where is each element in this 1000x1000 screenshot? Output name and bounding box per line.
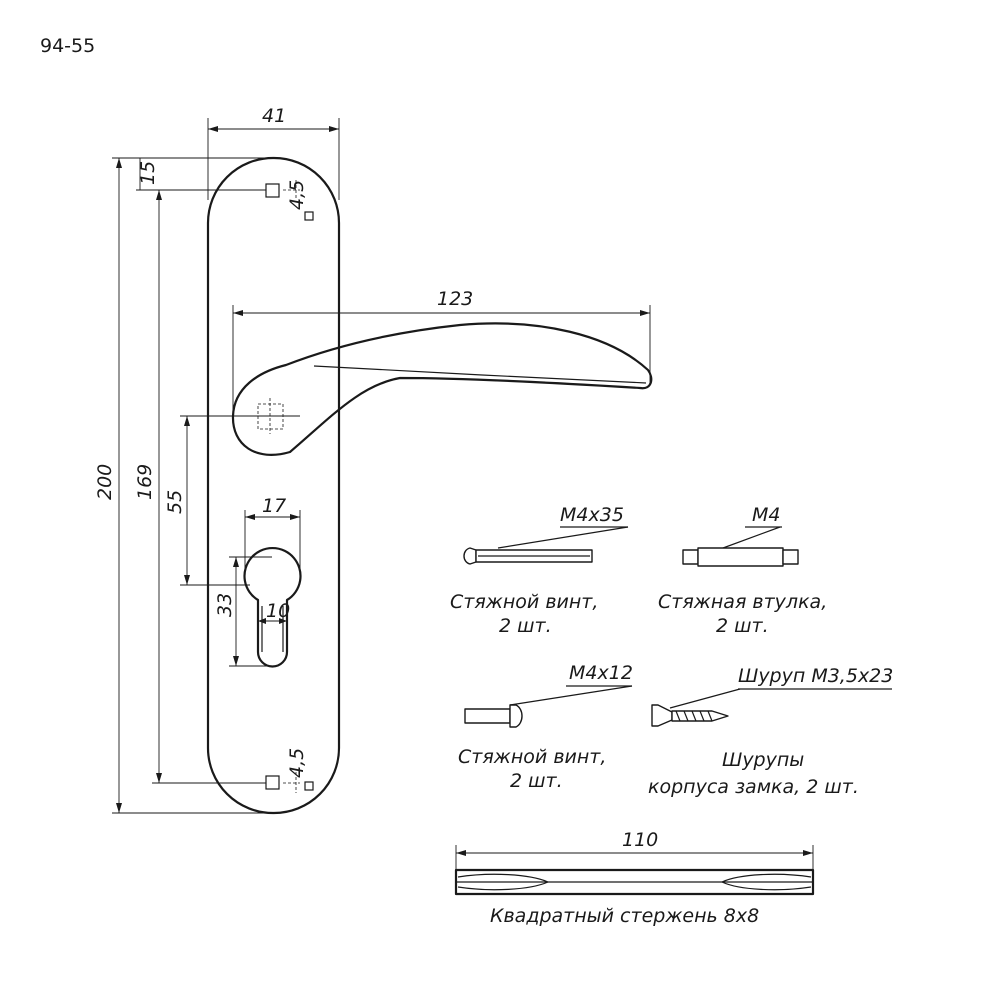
dim-overall-height: 200 <box>94 464 116 500</box>
spindle-caption: Квадратный стержень 8х8 <box>490 905 759 927</box>
bottom-mount-hole <box>265 775 280 790</box>
screw-short-caption-1: Стяжной винт, <box>458 746 606 768</box>
top-hole-marker <box>304 211 314 221</box>
part-wood-screw: Шуруп М3,5х23 Шурупы корпуса замка, 2 шт… <box>648 665 893 798</box>
dim-spindle-length: 110 <box>622 829 658 851</box>
dim-cylinder-width: 17 <box>262 495 286 517</box>
bushing-caption-2: 2 шт. <box>716 615 769 637</box>
back-plate <box>206 156 341 815</box>
dim-handle-length: 123 <box>437 288 473 310</box>
wood-screw-size: Шуруп М3,5х23 <box>738 665 893 687</box>
bushing-caption-1: Стяжная втулка, <box>658 591 827 613</box>
spindle-square <box>257 403 284 430</box>
part-spindle: 110 Квадратный стержень 8х8 <box>454 829 815 927</box>
model-code: 94-55 <box>40 35 95 57</box>
part-screw-long: M4x35 Стяжной винт, 2 шт. <box>450 504 629 637</box>
dim-top-offset: 15 <box>137 161 159 185</box>
bottom-hole-marker <box>304 781 314 791</box>
screw-short-caption-2: 2 шт. <box>510 770 563 792</box>
dim-mount-spacing: 169 <box>134 464 156 500</box>
screw-long-caption-2: 2 шт. <box>499 615 552 637</box>
lever-handle <box>231 322 653 456</box>
part-bushing: M4 Стяжная втулка, 2 шт. <box>658 504 827 637</box>
dim-handle-to-cylinder: 55 <box>164 490 186 514</box>
bushing-size: M4 <box>752 504 780 526</box>
handle-ridge <box>313 365 647 384</box>
plate-outline <box>206 156 341 815</box>
top-mount-hole <box>265 183 280 198</box>
dim-plate-width: 41 <box>262 105 286 127</box>
screw-long-size: M4x35 <box>560 504 624 526</box>
dimensions: 41 200 169 15 4,5 4,5 123 <box>94 105 651 814</box>
dim-hole-bottom: 4,5 <box>286 748 308 778</box>
screw-long-caption-1: Стяжной винт, <box>450 591 598 613</box>
dim-cylinder-height: 33 <box>214 593 236 617</box>
dim-hole-top: 4,5 <box>286 180 308 210</box>
screw-short-size: M4x12 <box>569 662 633 684</box>
cylinder-inner <box>261 606 284 652</box>
handle-outline <box>231 322 653 456</box>
wood-screw-caption-1: Шурупы <box>722 749 804 771</box>
dim-cylinder-slot: 10 <box>266 600 290 622</box>
part-screw-short: M4x12 Стяжной винт, 2 шт. <box>458 662 633 792</box>
wood-screw-caption-2: корпуса замка, 2 шт. <box>648 776 859 798</box>
